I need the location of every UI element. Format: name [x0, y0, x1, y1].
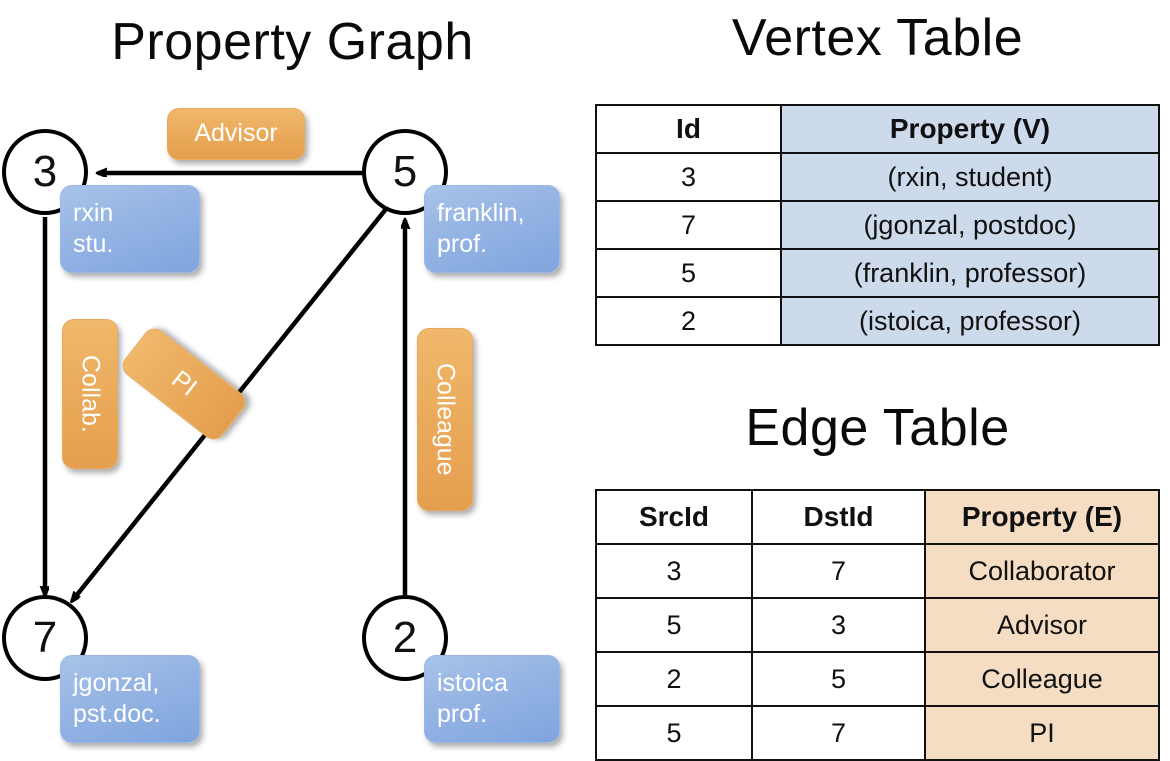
- vertex-property-box-2: istoica prof.: [424, 655, 560, 743]
- vertex-table-header-id: Id: [595, 104, 782, 154]
- vertex-cell-property: (rxin, student): [780, 152, 1160, 202]
- vertex-table: Id Property (V) 3 (rxin, student) 7 (jgo…: [595, 104, 1160, 346]
- vertex-property-5-line2: prof.: [437, 230, 488, 258]
- vertex-property-box-3: rxin stu.: [60, 185, 200, 273]
- vertex-cell-property: (franklin, professor): [780, 248, 1160, 298]
- vertex-cell-id: 3: [595, 152, 782, 202]
- edge-cell-dstid: 7: [751, 705, 926, 761]
- property-graph-diagram: 3 5 7 2 rxin stu. franklin, prof. jgonza…: [0, 95, 585, 760]
- edge-label-advisor-text: Advisor: [194, 119, 278, 148]
- edge-cell-dstid: 5: [751, 651, 926, 707]
- vertex-cell-id: 5: [595, 248, 782, 298]
- vertex-table-header-row: Id Property (V): [595, 104, 1160, 154]
- table-row: 2 5 Colleague: [595, 651, 1160, 707]
- vertex-property-box-5: franklin, prof.: [424, 185, 560, 273]
- vertex-property-7-line1: jgonzal,: [73, 668, 160, 697]
- page-title-property-graph: Property Graph: [111, 13, 474, 71]
- edge-cell-dstid: 3: [751, 597, 926, 653]
- vertex-property-7-line2: pst.doc.: [73, 700, 161, 728]
- vertex-property-2-line1: istoica: [437, 668, 508, 697]
- table-row: 2 (istoica, professor): [595, 296, 1160, 346]
- table-row: 7 (jgonzal, postdoc): [595, 200, 1160, 250]
- edge-table: SrcId DstId Property (E) 3 7 Collaborato…: [595, 489, 1160, 761]
- edge-label-colleague: Colleague: [417, 328, 473, 511]
- edge-cell-srcid: 5: [595, 705, 753, 761]
- edge-cell-srcid: 3: [595, 543, 753, 599]
- edge-cell-srcid: 2: [595, 651, 753, 707]
- edge-cell-srcid: 5: [595, 597, 753, 653]
- edge-label-collab: Collab.: [62, 319, 118, 469]
- vertex-node-3[interactable]: 3: [2, 129, 88, 215]
- vertex-cell-id: 2: [595, 296, 782, 346]
- page-title-edge-table: Edge Table: [745, 399, 1010, 457]
- page-title-vertex-table: Vertex Table: [731, 9, 1024, 67]
- vertex-property-3-line2: stu.: [73, 230, 114, 258]
- edge-table-header-srcid: SrcId: [595, 489, 753, 545]
- edge-label-advisor: Advisor: [167, 108, 305, 160]
- vertex-property-5-line1: franklin,: [437, 198, 525, 227]
- edge-cell-dstid: 7: [751, 543, 926, 599]
- table-row: 3 (rxin, student): [595, 152, 1160, 202]
- edge-cell-property: PI: [924, 705, 1160, 761]
- vertex-cell-property: (istoica, professor): [780, 296, 1160, 346]
- edge-cell-property: Advisor: [924, 597, 1160, 653]
- vertex-node-5[interactable]: 5: [362, 129, 448, 215]
- edge-label-pi-text: PI: [166, 365, 203, 402]
- edge-table-header-row: SrcId DstId Property (E): [595, 489, 1160, 545]
- vertex-property-box-7: jgonzal, pst.doc.: [60, 655, 200, 743]
- edge-cell-property: Colleague: [924, 651, 1160, 707]
- table-row: 3 7 Collaborator: [595, 543, 1160, 599]
- edge-table-header-property: Property (E): [924, 489, 1160, 545]
- vertex-table-header-property: Property (V): [780, 104, 1160, 154]
- table-row: 5 7 PI: [595, 705, 1160, 761]
- vertex-cell-property: (jgonzal, postdoc): [780, 200, 1160, 250]
- edge-cell-property: Collaborator: [924, 543, 1160, 599]
- edge-label-colleague-text: Colleague: [431, 363, 460, 476]
- edge-table-header-dstid: DstId: [751, 489, 926, 545]
- edge-label-collab-text: Collab.: [76, 355, 105, 433]
- vertex-property-2-line2: prof.: [437, 700, 488, 728]
- vertex-cell-id: 7: [595, 200, 782, 250]
- table-row: 5 (franklin, professor): [595, 248, 1160, 298]
- vertex-property-3-line1: rxin: [73, 198, 114, 227]
- table-row: 5 3 Advisor: [595, 597, 1160, 653]
